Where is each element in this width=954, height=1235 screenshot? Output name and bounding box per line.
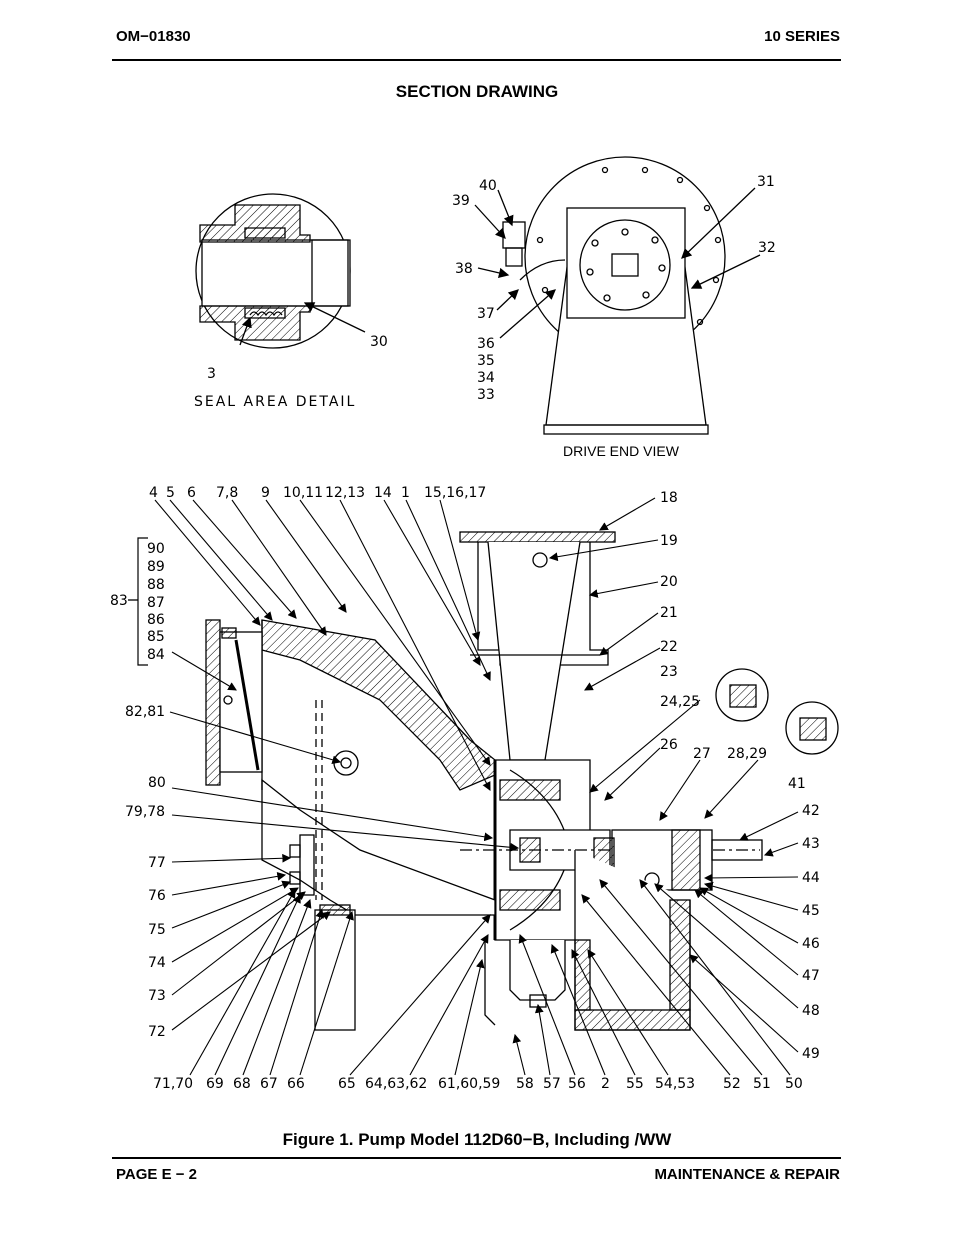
drive-callout-31: 31 — [757, 174, 775, 190]
callout-65: 65 — [338, 1076, 356, 1092]
callout-89: 89 — [147, 559, 165, 575]
callout-27: 27 — [693, 746, 711, 762]
callout-4: 4 — [149, 485, 158, 501]
callout-51: 51 — [753, 1076, 771, 1092]
drive-end-caption: DRIVE END VIEW — [563, 443, 680, 459]
callout-48: 48 — [802, 1003, 820, 1019]
seal-callout-3: 3 — [207, 366, 216, 382]
callout-19: 19 — [660, 533, 678, 549]
callout-1: 1 — [401, 485, 410, 501]
callout-73: 73 — [148, 988, 166, 1004]
callout-50: 50 — [785, 1076, 803, 1092]
drive-callout-33: 33 — [477, 387, 495, 403]
callout-2: 2 — [601, 1076, 610, 1092]
callout-28-29: 28,29 — [727, 746, 767, 762]
seal-area-caption: SEAL AREA DETAIL — [194, 394, 356, 410]
callout-87: 87 — [147, 595, 165, 611]
callout-15-16-17: 15,16,17 — [424, 485, 486, 501]
callout-58: 58 — [516, 1076, 534, 1092]
leader-arrows — [154, 497, 799, 1076]
callout-67: 67 — [260, 1076, 278, 1092]
callout-12-13: 12,13 — [325, 485, 365, 501]
drive-callout-36: 36 — [477, 336, 495, 352]
callout-43: 43 — [802, 836, 820, 852]
drive-callout-34: 34 — [477, 370, 495, 386]
callout-14: 14 — [374, 485, 392, 501]
callout-74: 74 — [148, 955, 166, 971]
drive-callout-40: 40 — [479, 178, 497, 194]
callout-75: 75 — [148, 922, 166, 938]
callout-7-8: 7,8 — [216, 485, 238, 501]
callout-6: 6 — [187, 485, 196, 501]
callout-10-11: 10,11 — [283, 485, 323, 501]
pump-main-section — [128, 531, 839, 1031]
callout-57: 57 — [543, 1076, 561, 1092]
drive-callout-35: 35 — [477, 353, 495, 369]
callout-20: 20 — [660, 574, 678, 590]
callout-84: 84 — [147, 647, 165, 663]
figure-caption: Figure 1. Pump Model 112D60−B, Including… — [282, 1130, 672, 1149]
callout-26: 26 — [660, 737, 678, 753]
callout-77: 77 — [148, 855, 166, 871]
callout-83: 83 — [110, 593, 128, 609]
callout-82-81: 82,81 — [125, 704, 165, 720]
doc-number: OM−01830 — [116, 28, 191, 45]
callout-71-70: 71,70 — [153, 1076, 193, 1092]
seal-callout-30: 30 — [370, 334, 388, 350]
callout-55: 55 — [626, 1076, 644, 1092]
callout-41: 41 — [788, 776, 806, 792]
callout-79-78: 79,78 — [125, 804, 165, 820]
callout-72: 72 — [148, 1024, 166, 1040]
drive-callout-39: 39 — [452, 193, 470, 209]
section-title: SECTION DRAWING — [395, 82, 559, 101]
callout-66: 66 — [287, 1076, 305, 1092]
callout-47: 47 — [802, 968, 820, 984]
drive-callout-37: 37 — [477, 306, 495, 322]
drive-end-view — [474, 156, 761, 435]
callout-86: 86 — [147, 612, 165, 628]
callout-45: 45 — [802, 903, 820, 919]
callout-68: 68 — [233, 1076, 251, 1092]
drive-callout-32: 32 — [758, 240, 776, 256]
callout-90: 90 — [147, 541, 165, 557]
callout-76: 76 — [148, 888, 166, 904]
callout-21: 21 — [660, 605, 678, 621]
callout-18: 18 — [660, 490, 678, 506]
callout-46: 46 — [802, 936, 820, 952]
callout-80: 80 — [148, 775, 166, 791]
callout-23: 23 — [660, 664, 678, 680]
callout-24-25: 24,25 — [660, 694, 700, 710]
callout-42: 42 — [802, 803, 820, 819]
callout-9: 9 — [261, 485, 270, 501]
callout-22: 22 — [660, 639, 678, 655]
footer-rule — [112, 1157, 841, 1159]
callout-88: 88 — [147, 577, 165, 593]
section-name: MAINTENANCE & REPAIR — [654, 1166, 840, 1183]
drive-callout-38: 38 — [455, 261, 473, 277]
callout-49: 49 — [802, 1046, 820, 1062]
callout-56: 56 — [568, 1076, 586, 1092]
callout-61-60-59: 61,60,59 — [438, 1076, 500, 1092]
series-label: 10 SERIES — [764, 28, 840, 45]
callout-64-63-62: 64,63,62 — [365, 1076, 427, 1092]
page-number: PAGE E − 2 — [116, 1166, 198, 1183]
callout-44: 44 — [802, 870, 820, 886]
seal-area-detail — [195, 193, 366, 349]
callout-5: 5 — [166, 485, 175, 501]
callout-52: 52 — [723, 1076, 741, 1092]
callout-54-53: 54,53 — [655, 1076, 695, 1092]
callout-69: 69 — [206, 1076, 224, 1092]
callout-85: 85 — [147, 629, 165, 645]
header-rule — [112, 59, 841, 61]
